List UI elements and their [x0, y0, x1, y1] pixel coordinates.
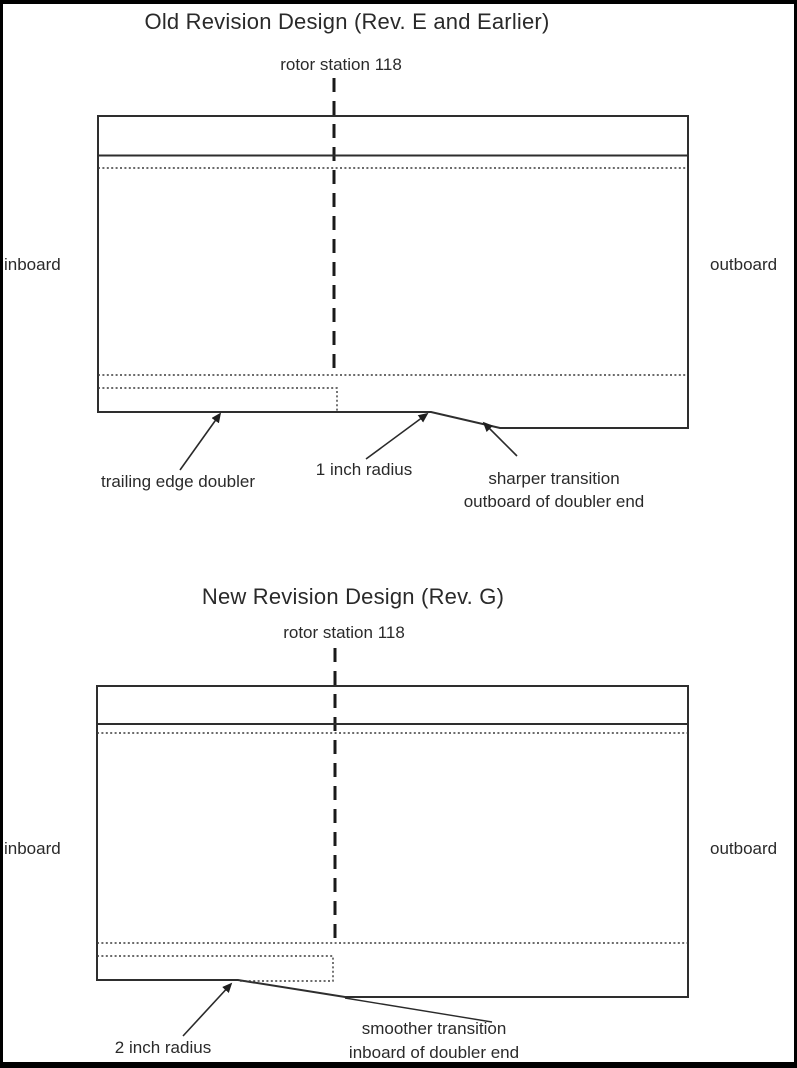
- rotor-station-label-new: rotor station 118: [283, 623, 405, 642]
- diagram-title-new: New Revision Design (Rev. G): [201, 584, 505, 609]
- new-design-diagram: [96, 648, 689, 1037]
- diagram-title-old: Old Revision Design (Rev. E and Earlier): [144, 9, 550, 34]
- transition-label-new-line2: inboard of doubler end: [348, 1043, 520, 1062]
- transition-label-new-line1: smoother transition: [361, 1019, 507, 1038]
- rotor-station-label-old: rotor station 118: [280, 55, 402, 74]
- transition-label-old: sharper transition outboard of doubler e…: [464, 467, 645, 513]
- blade-outline: [97, 115, 689, 429]
- trailing-edge-doubler-arrow: [179, 412, 222, 471]
- doubler-dotted-outline: [98, 387, 338, 412]
- transition-leader-line: [344, 997, 493, 1023]
- radius-label-old: 1 inch radius: [315, 460, 413, 479]
- doubler-dotted-outline: [97, 955, 334, 982]
- radius-label-new: 2 inch radius: [114, 1038, 212, 1057]
- transition-label-old-line1: sharper transition: [488, 469, 620, 488]
- inboard-label-old: inboard: [4, 255, 61, 274]
- outboard-label-old: outboard: [710, 255, 778, 274]
- radius-arrow: [182, 982, 233, 1037]
- blade-outline: [96, 685, 689, 998]
- transition-label-old-line2: outboard of doubler end: [463, 492, 645, 511]
- old-design-diagram: [97, 78, 689, 471]
- radius-arrow: [365, 412, 429, 460]
- trailing-edge-doubler-label: trailing edge doubler: [100, 472, 256, 491]
- inboard-label-new: inboard: [4, 839, 61, 858]
- transition-label-new: smoother transition inboard of doubler e…: [348, 1017, 520, 1062]
- outboard-label-new: outboard: [710, 839, 778, 858]
- transition-arrow: [482, 421, 518, 457]
